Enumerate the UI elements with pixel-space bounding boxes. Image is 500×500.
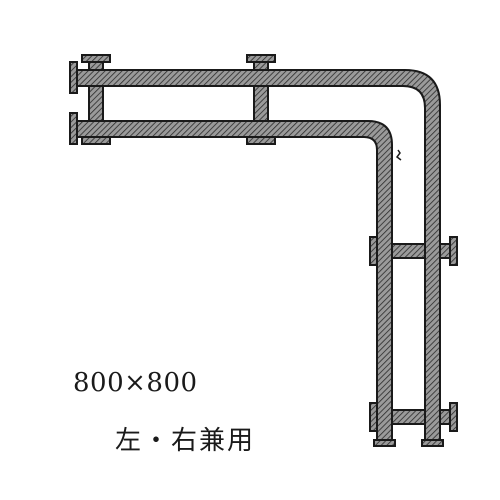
- left-end-flange-bottom: [69, 112, 78, 145]
- connector-spool-1: [81, 54, 111, 145]
- connector-spool-4: [369, 402, 458, 432]
- size-label: 800×800: [73, 368, 198, 398]
- connector-spool-2: [246, 54, 276, 145]
- left-end-flange-top: [69, 61, 78, 94]
- connector-spool-3: [369, 236, 458, 266]
- bottom-end-flange-inner: [373, 439, 396, 447]
- left-right-compatible-note: 左・右兼用: [115, 426, 256, 456]
- weld-mark: [395, 149, 402, 161]
- bottom-end-flange-outer: [421, 439, 444, 447]
